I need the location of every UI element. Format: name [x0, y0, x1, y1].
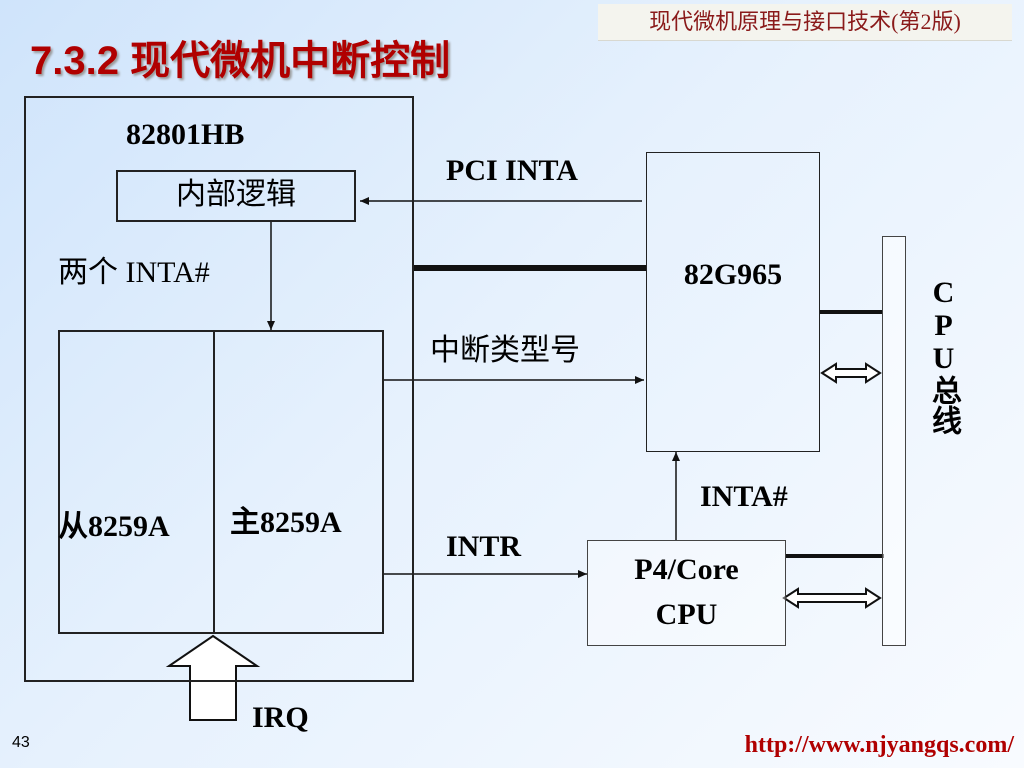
cpu-bus-double-arrow [782, 587, 882, 609]
vector-number-label: 中断类型号 [430, 334, 580, 367]
chip-82g965-label: 82G965 [683, 258, 783, 291]
cpu-box [587, 540, 786, 646]
master-8259-label: 主8259A [230, 506, 342, 539]
book-title: 现代微机原理与接口技术(第2版) [598, 4, 1012, 41]
slave-8259-label: 从8259A [58, 510, 170, 543]
intr-label: INTR [446, 530, 522, 563]
chip-82g965-box [646, 152, 820, 452]
82g965-bus-double-arrow [820, 362, 882, 384]
irq-arrow [165, 634, 261, 721]
irq-label: IRQ [252, 701, 309, 734]
slide-title: 7.3.2 现代微机中断控制 [30, 39, 451, 83]
pic-8259-box [58, 330, 384, 634]
cpu-label-line1: P4/Core [634, 553, 739, 586]
cpu-bus-bar [882, 236, 906, 646]
inta-label: INTA# [700, 480, 788, 513]
cpu-label-line2: CPU [655, 598, 718, 631]
cpu-bus-label: CPU总线 [927, 276, 960, 435]
internal-logic-box [116, 170, 356, 222]
chip-82801hb-label: 82801HB [126, 118, 245, 151]
footer-url[interactable]: http://www.njyangqs.com/ [744, 732, 1014, 758]
pci-inta-label: PCI INTA [446, 154, 578, 187]
two-inta-label: 两个 INTA# [58, 256, 210, 289]
pic-divider [213, 331, 215, 633]
chip-82801hb-box [24, 96, 414, 682]
internal-logic-label: 内部逻辑 [176, 178, 296, 211]
page-number: 43 [12, 734, 30, 751]
